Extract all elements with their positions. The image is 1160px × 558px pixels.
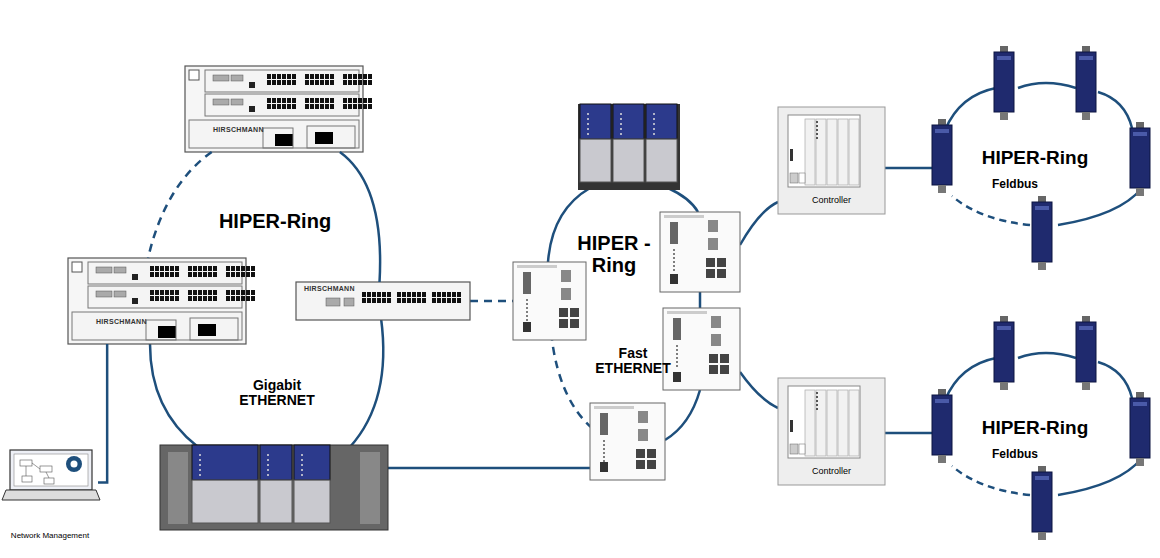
- switch-device: HIRSCHMANN: [68, 258, 246, 344]
- brand-logo: HIRSCHMANN: [213, 126, 264, 133]
- ring-label: HIPER-Ring: [960, 418, 1110, 439]
- network-link: [98, 344, 107, 483]
- ring-label: Feldbus: [985, 448, 1045, 461]
- network-link: [340, 152, 380, 282]
- ring-label: Fast ETHERNET: [588, 346, 678, 377]
- ring-label: Gigabit ETHERNET: [222, 378, 332, 409]
- controller-box: Controller: [778, 378, 885, 485]
- switch-device: HIRSCHMANN: [296, 282, 470, 320]
- device-label: Network Management: [2, 531, 98, 540]
- device-label: Controller: [778, 466, 885, 476]
- controller-box: Controller: [778, 107, 885, 214]
- device-label: Controller: [778, 195, 885, 205]
- ring-label: HIPER-Ring: [960, 148, 1110, 169]
- management-station: Network Management: [2, 448, 98, 544]
- ring-label: HIPER -Ring: [576, 232, 652, 276]
- brand-logo: HIRSCHMANN: [304, 285, 355, 292]
- brand-logo: HIRSCHMANN: [96, 318, 147, 325]
- ring-label: Feldbus: [985, 178, 1045, 191]
- switch-device: HIRSCHMANN: [185, 66, 363, 152]
- network-link: [148, 152, 212, 258]
- ring-label: HIPER-Ring: [190, 210, 360, 232]
